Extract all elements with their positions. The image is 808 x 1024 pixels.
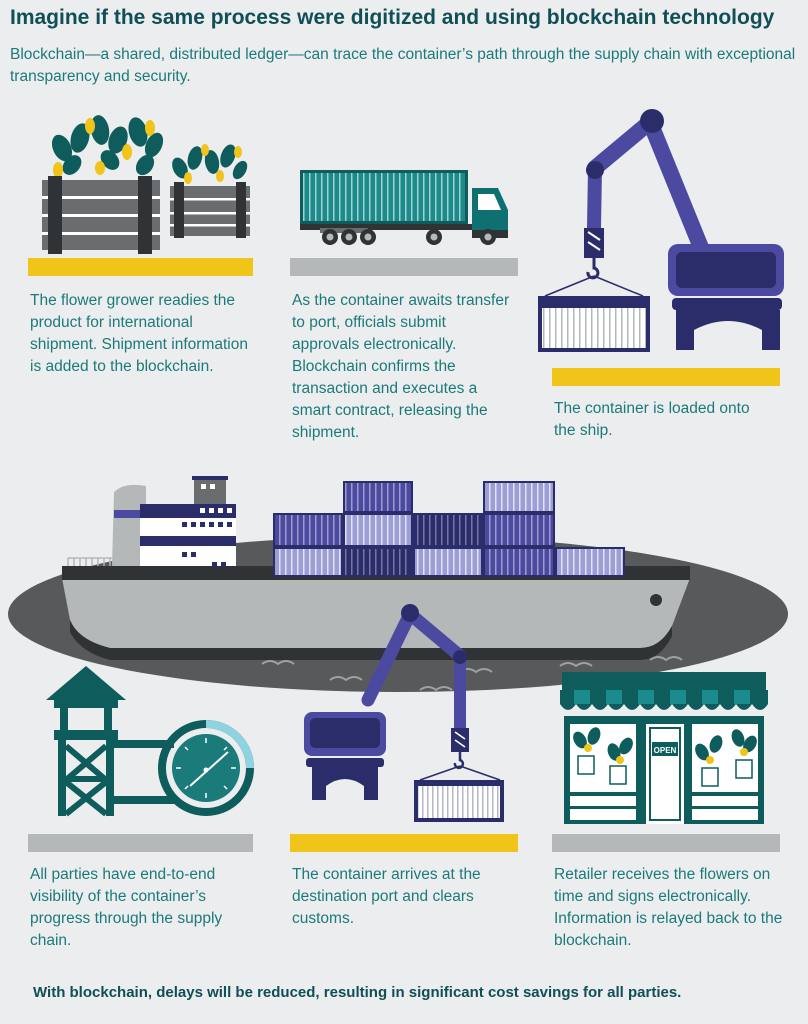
step-6-caption: Retailer receives the flowers on time an… [554, 866, 783, 949]
container-truck-icon [300, 170, 508, 245]
step-2-bar [290, 258, 518, 276]
page-subtitle: Blockchain—a shared, distributed ledger—… [10, 46, 796, 85]
step-6-bar [552, 834, 780, 852]
page-title: Imagine if the same process were digitiz… [10, 6, 775, 29]
watchtower-gauge-icon [46, 666, 254, 817]
step-5-caption: The container arrives at the destination… [292, 866, 481, 927]
cargo-ship-icon [8, 476, 788, 692]
open-sign: OPEN [654, 746, 677, 755]
crane-unloading-icon [304, 604, 504, 822]
step-1-caption: The flower grower readies the product fo… [30, 292, 248, 375]
crane-loading-icon [538, 109, 784, 352]
flower-crates-icon [42, 115, 250, 254]
storefront-icon [560, 672, 768, 824]
step-3-caption: The container is loaded onto the ship. [554, 400, 750, 439]
step-1-bar [28, 258, 253, 276]
step-5-bar [290, 834, 518, 852]
step-3-bar [552, 368, 780, 386]
step-4-caption: All parties have end-to-end visibility o… [30, 866, 223, 949]
step-2-caption: As the container awaits transfer to port… [292, 292, 510, 441]
footer-note: With blockchain, delays will be reduced,… [33, 984, 682, 1001]
ship-containers [273, 481, 625, 577]
step-4-bar [28, 834, 253, 852]
